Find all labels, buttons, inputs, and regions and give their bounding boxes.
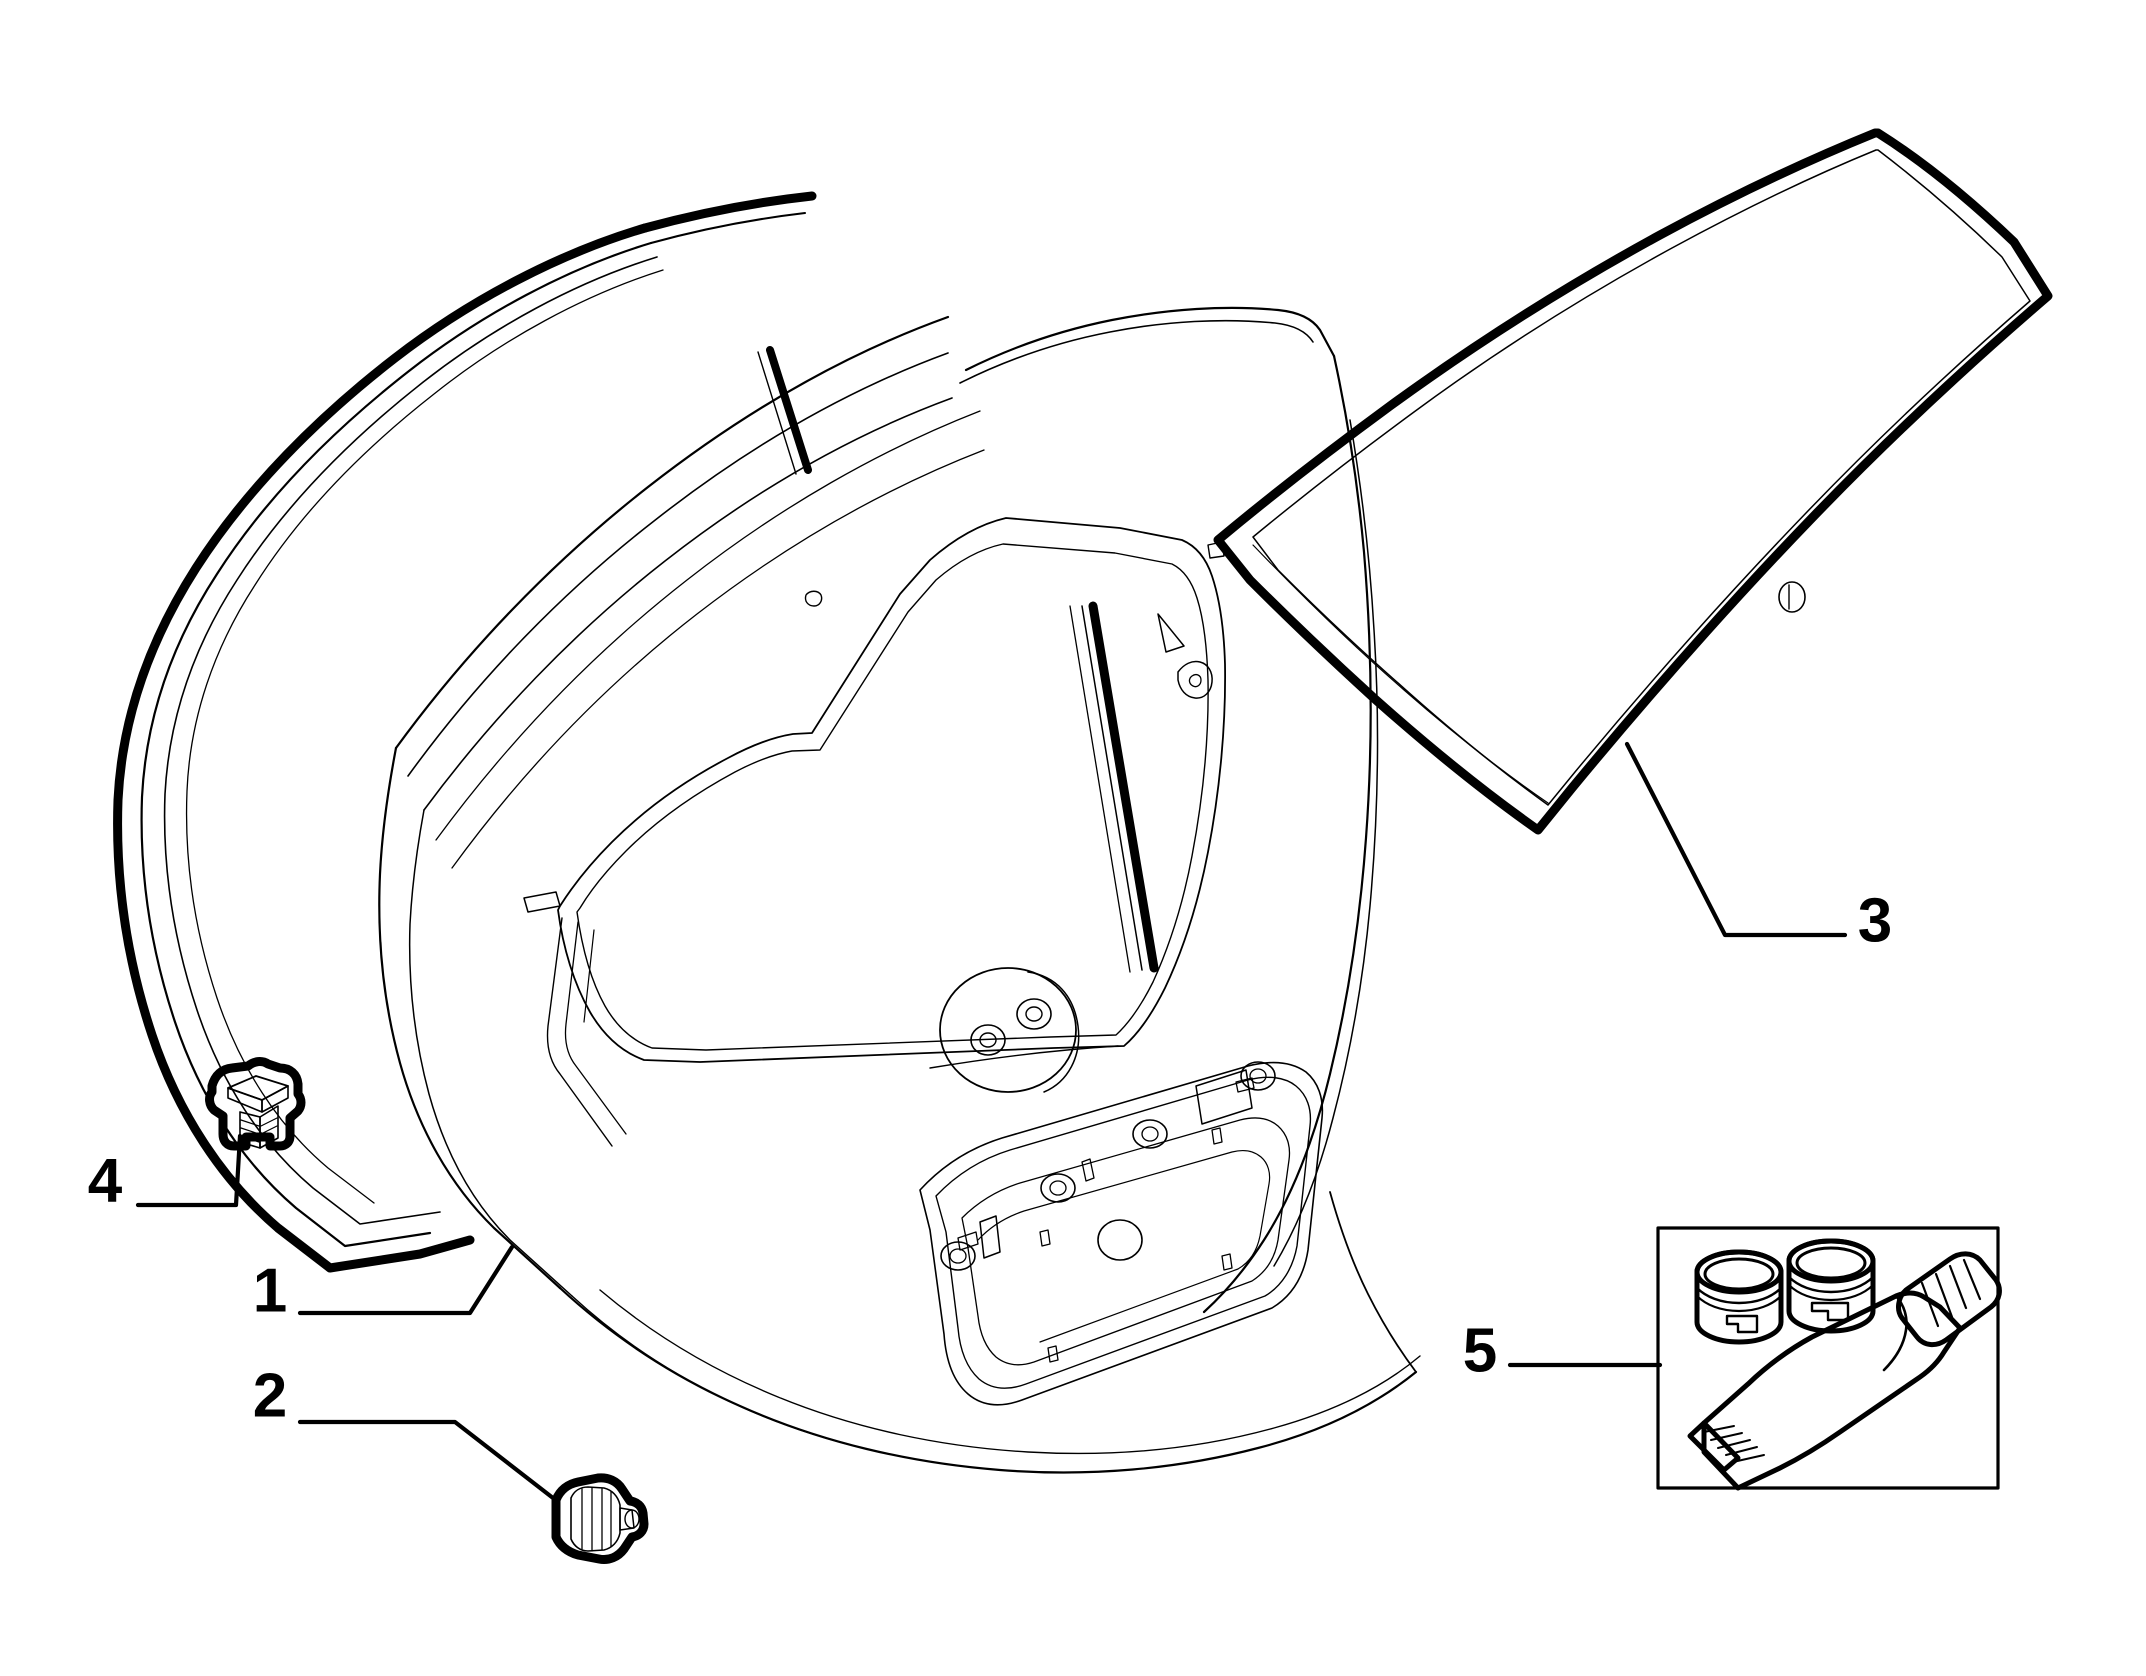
license-plate-recess <box>919 1061 1324 1406</box>
callout-number-4: 4 <box>88 1146 123 1215</box>
glass-bonding-adhesive-kit <box>1656 1226 2002 1491</box>
tailgate-rubber-bumper-stop <box>551 1473 649 1564</box>
kit-box-frame <box>1656 1226 2000 1490</box>
leader-line-1 <box>297 1244 515 1316</box>
plate-mounting-bosses <box>940 1061 1276 1271</box>
callout-number-3: 3 <box>1858 886 1892 955</box>
rear-window-glass <box>1213 128 2053 835</box>
adhesive-tube <box>1687 1251 2002 1491</box>
leader-line-3 <box>1624 741 1848 938</box>
lock-cylinder-boss <box>939 967 1080 1093</box>
tailgate-panel <box>378 306 1421 1474</box>
callout-number-5: 5 <box>1463 1316 1497 1385</box>
callout-leaders <box>135 741 1848 1501</box>
tailgate-weatherstrip-seal <box>113 191 817 1273</box>
callout-number-1: 1 <box>253 1256 287 1325</box>
primer-tin-right <box>1786 1238 1876 1334</box>
callout-numbers: 1 2 3 4 5 <box>88 886 1892 1430</box>
antenna-sensor-hole <box>1778 581 1806 613</box>
leader-line-2 <box>297 1419 556 1501</box>
trim-panel-push-clip <box>205 1057 306 1151</box>
primer-tin-left <box>1694 1249 1784 1345</box>
callout-number-2: 2 <box>253 1361 287 1430</box>
leader-line-4 <box>135 1133 243 1208</box>
